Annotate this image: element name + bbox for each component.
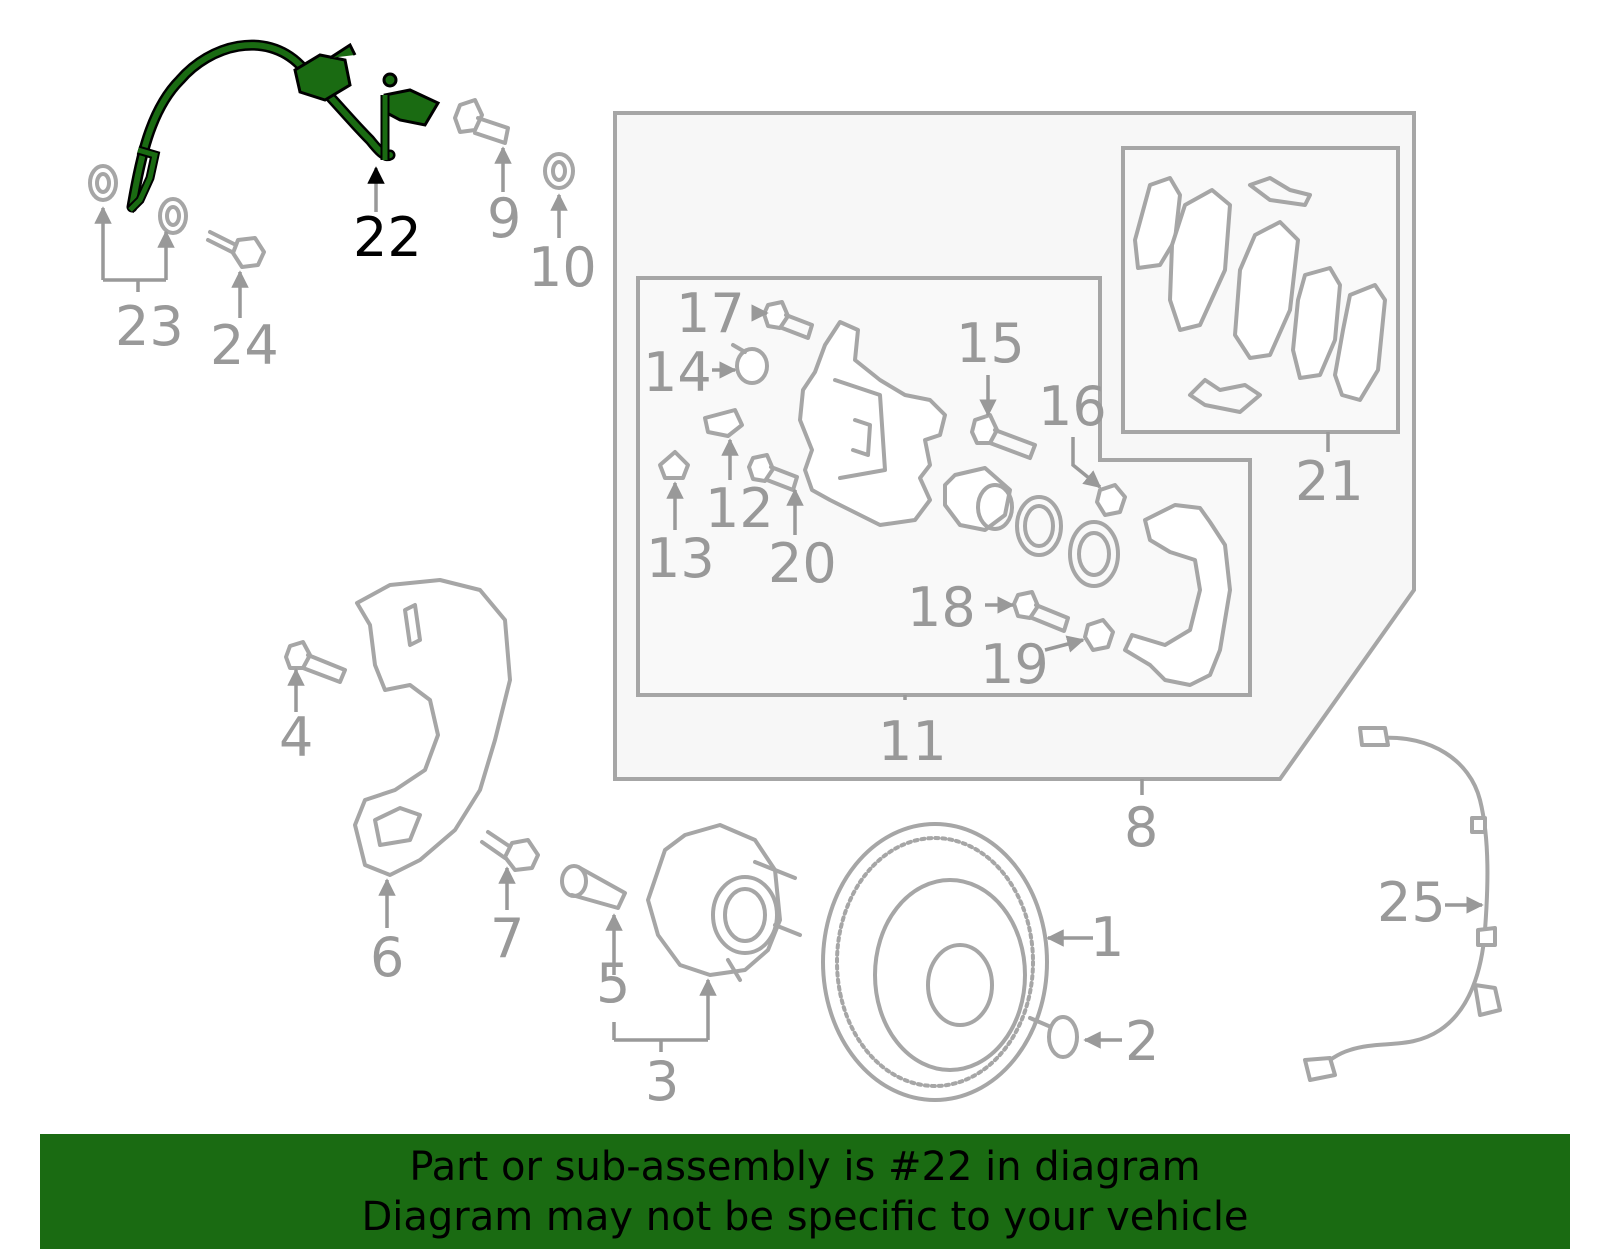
callout-17: 17 [676, 282, 745, 345]
caliper-housing[interactable] [798, 320, 947, 527]
callout-22: 22 [353, 206, 422, 269]
callout-1: 1 [1090, 906, 1124, 969]
callout-25: 25 [1377, 871, 1446, 934]
callout-16: 16 [1038, 375, 1107, 438]
wheel-speed-sensor-part-25[interactable] [1303, 726, 1502, 1082]
callout-7: 7 [490, 907, 524, 970]
callout-20: 20 [768, 532, 837, 595]
cap-part-14[interactable] [731, 343, 769, 385]
nut-part-19[interactable] [1083, 618, 1115, 652]
callout-4: 4 [279, 706, 313, 769]
bolt-part-7[interactable] [480, 830, 540, 872]
dust-shield-part-6[interactable] [353, 578, 512, 877]
callout-15: 15 [956, 312, 1025, 375]
leader-lines [94, 146, 1484, 1052]
info-banner: Part or sub-assembly is #22 in diagram D… [40, 1134, 1570, 1249]
callout-6: 6 [370, 926, 404, 989]
callout-2: 2 [1125, 1010, 1159, 1073]
bolt-part-24[interactable] [206, 230, 266, 269]
callout-13: 13 [646, 527, 715, 590]
nut-part-16[interactable] [1095, 483, 1127, 517]
callout-12: 12 [705, 477, 774, 540]
callout-9: 9 [487, 187, 521, 250]
callout-18: 18 [907, 576, 976, 639]
callout-14: 14 [643, 341, 712, 404]
piston-seal[interactable] [1015, 495, 1063, 557]
banner-line-2: Diagram may not be specific to your vehi… [361, 1193, 1249, 1240]
callout-23: 23 [115, 295, 184, 358]
piston-boot[interactable] [1068, 520, 1120, 588]
stud-part-5[interactable] [560, 864, 627, 910]
callout-5: 5 [596, 952, 630, 1015]
brake-hose-part-22[interactable] [126, 39, 441, 214]
screw-part-2[interactable] [1028, 1015, 1079, 1059]
bolt-part-18[interactable] [1012, 590, 1070, 633]
boot-part-12[interactable] [703, 408, 744, 438]
bolt-part-4[interactable] [284, 640, 347, 684]
callout-10: 10 [528, 236, 597, 299]
banner-line-1: Part or sub-assembly is #22 in diagram [409, 1143, 1201, 1190]
callout-24: 24 [210, 314, 279, 377]
callout-8: 8 [1124, 796, 1158, 859]
bolt-part-9[interactable] [453, 98, 510, 145]
callout-3: 3 [645, 1050, 679, 1113]
brake-pads-part-21[interactable] [1133, 176, 1387, 414]
bolt-part-20[interactable] [747, 453, 799, 492]
caliper-bracket[interactable] [1123, 503, 1232, 687]
callout-21: 21 [1295, 450, 1364, 513]
brake-rotor-part-1[interactable] [821, 822, 1049, 1102]
callout-19: 19 [980, 633, 1049, 696]
piston[interactable] [943, 466, 1014, 532]
hub-assembly-part-3[interactable] [646, 823, 802, 982]
callout-11: 11 [878, 710, 947, 773]
washer-part-10[interactable] [543, 152, 575, 190]
cap-part-13[interactable] [658, 450, 690, 480]
